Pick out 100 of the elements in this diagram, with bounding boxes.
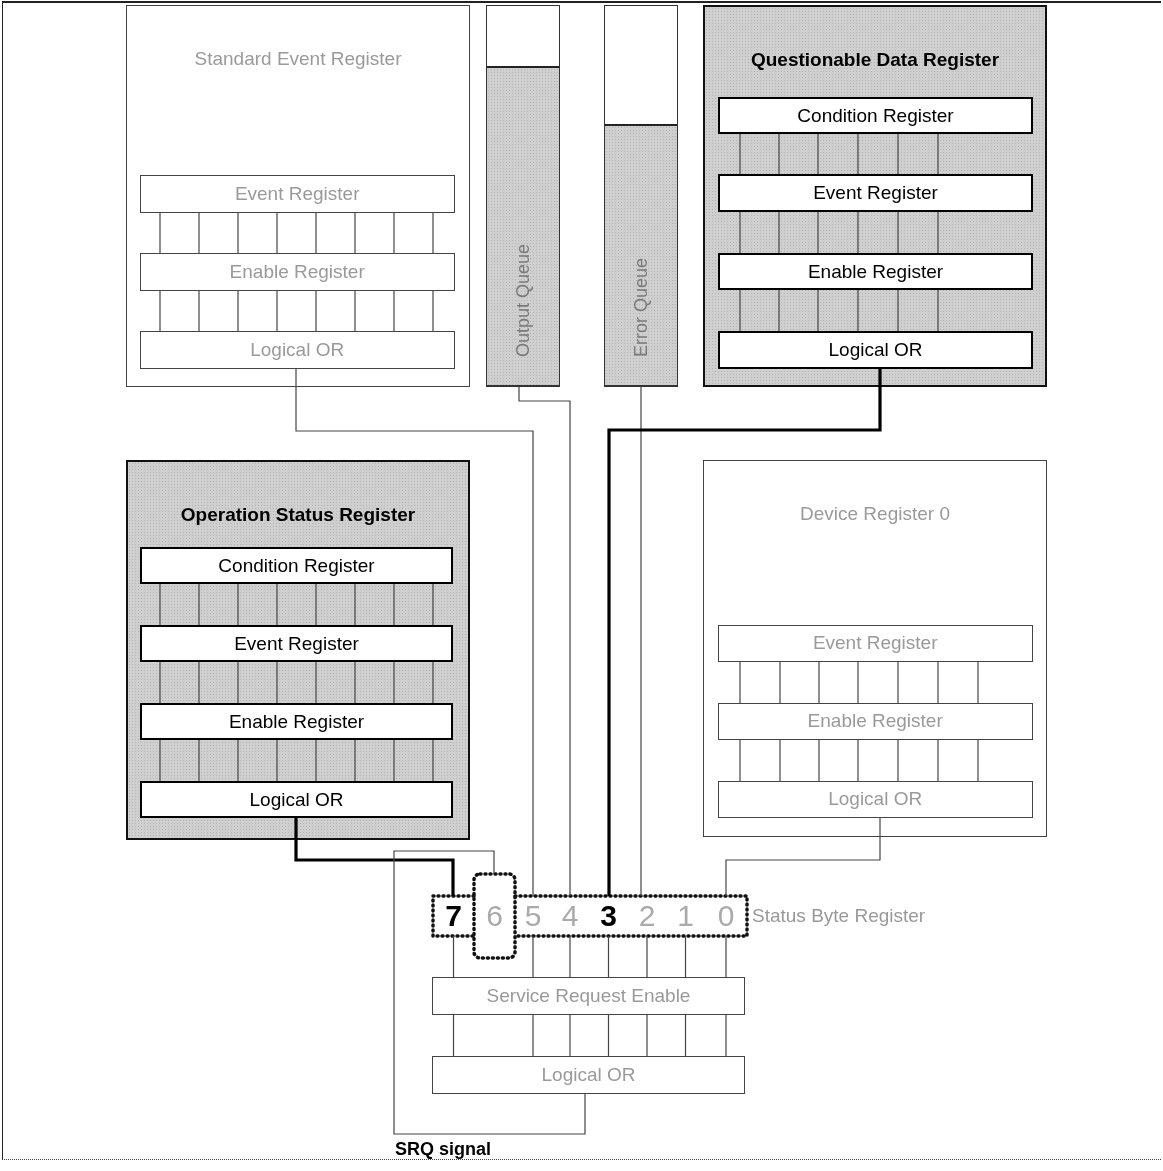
connector-line [817,211,819,254]
bit-number: 5 [515,896,551,936]
register-bar: Logical OR [718,331,1033,369]
connector-line [684,935,687,978]
connector-line [393,290,395,332]
connector-line [198,661,200,704]
connector-line [937,661,939,704]
connector-line [779,739,781,782]
connector-line [640,386,642,897]
bit-number: 2 [628,896,666,936]
connector-line [159,739,161,782]
panel-title: Device Register 0 [799,503,951,525]
register-bar: Enable Register [718,253,1033,290]
connector-line [937,739,939,782]
bit-number: 7 [433,896,474,936]
register-panel [703,460,1047,837]
connector-line [569,1014,571,1057]
connector-line [897,133,899,175]
connector-line [354,583,356,626]
panel-title: Operation Status Register [179,504,417,526]
connector-line [778,211,780,254]
connector-line [315,661,317,704]
connector-line [739,661,741,704]
register-label: Status Byte Register [752,905,926,927]
connector-line [315,212,317,254]
register-bar: Logical OR [139,330,455,369]
connector-line [897,739,899,782]
connector-line [276,212,278,254]
connector-line [725,817,881,897]
connector-line [684,1014,687,1057]
connector-line [739,289,741,332]
connector-line [937,289,939,332]
queue-column [604,5,678,387]
register-panel [126,5,470,387]
connector-line [432,661,434,704]
connector-line [739,739,741,782]
connector-line [725,1014,727,1057]
connector-line [569,935,571,978]
connector-line [897,661,899,704]
connector-line [393,583,395,626]
connector-line [159,661,161,704]
register-bar: Logical OR [717,780,1033,818]
connector-line [532,1014,534,1057]
register-bar: Enable Register [139,252,455,291]
connector-line [725,935,727,978]
register-bar: Service Request Enable [432,977,745,1015]
register-bar: Enable Register [717,702,1033,740]
connector-line [276,661,278,704]
connector-line [276,583,278,626]
connector-line [646,935,648,978]
connector-line [897,211,899,254]
connector-line [159,583,161,626]
connector-line [977,661,979,704]
connector-line [452,935,455,978]
connector-line [237,290,239,332]
connector-line [518,386,571,897]
connector-line [897,289,899,332]
connector-line [393,661,395,704]
connector-line [315,739,317,782]
connector-line [817,289,819,332]
connector-line [778,289,780,332]
connector-line [937,211,939,254]
connector-line [778,133,780,175]
connector-line [198,739,200,782]
connector-line [159,212,161,254]
connector-line [393,739,395,782]
register-bar: Event Register [140,625,453,662]
register-bar: Logical OR [140,781,453,818]
connector-line [857,211,859,254]
register-bar: Logical OR [432,1056,745,1094]
connector-line [432,212,434,254]
connector-line [817,133,819,175]
connector-line [393,212,395,254]
connector-line [739,133,741,175]
connector-line [857,289,859,332]
queue-column [486,5,560,387]
connector-line [779,661,781,704]
register-bar: Event Register [717,624,1033,662]
queue-label: Output Queue [512,243,534,357]
connector-line [159,290,161,332]
connector-line [607,935,610,978]
connector-line [432,583,434,626]
connector-line [818,739,820,782]
connector-line [354,661,356,704]
connector-line [315,290,317,332]
connector-line [857,739,859,782]
connector-line [295,368,534,897]
connector-line [354,739,356,782]
connector-line [432,290,434,332]
highlighted-register-panel [126,460,470,840]
highlighted-register-panel [703,5,1047,387]
connector-line [452,1014,455,1057]
bit-number: 4 [551,896,589,936]
signal-label: SRQ signal [395,1139,492,1160]
connector-line [432,739,434,782]
connector-line [937,133,939,175]
register-bar: Event Register [139,174,455,213]
connector-line [276,290,278,332]
register-bar: Enable Register [140,703,453,740]
connector-line [646,1014,648,1057]
